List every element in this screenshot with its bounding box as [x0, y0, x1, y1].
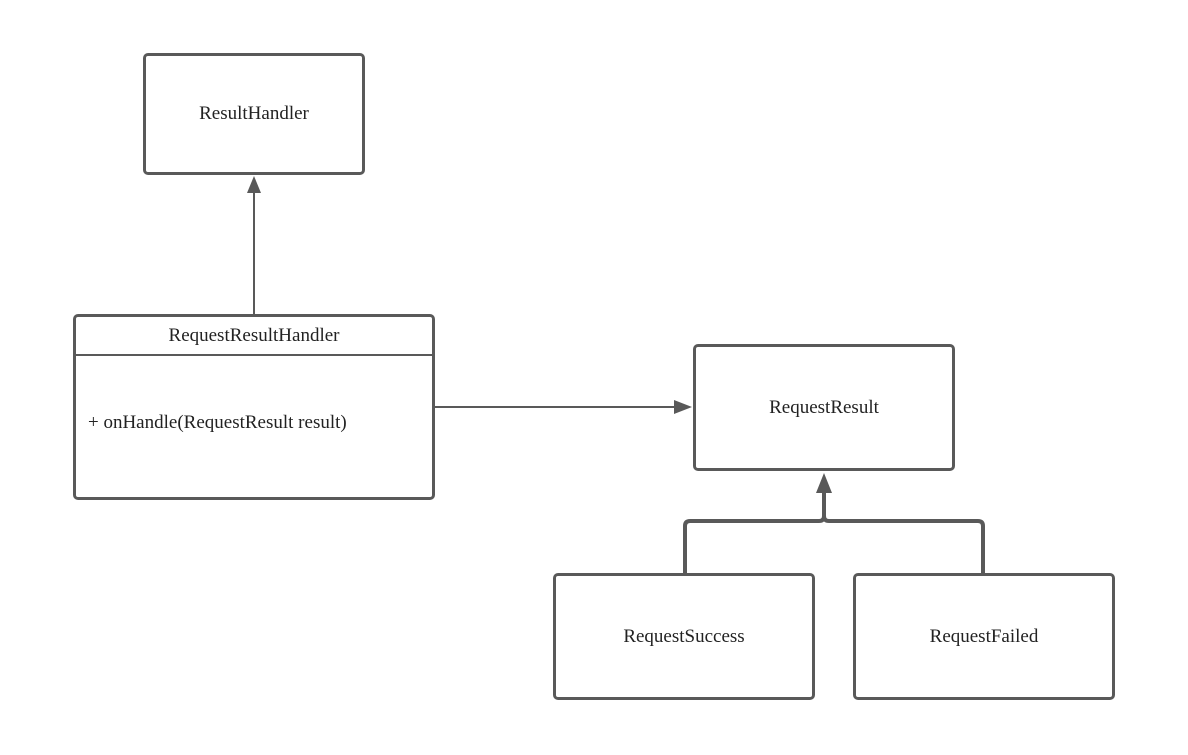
- edge-success-to-requestresult: [683, 492, 826, 573]
- node-result-handler: ResultHandler: [143, 53, 365, 175]
- node-request-success: RequestSuccess: [553, 573, 815, 700]
- arrowhead-requestresult-inherit: [816, 473, 832, 493]
- node-request-failed-label: RequestFailed: [929, 625, 1039, 647]
- node-request-failed: RequestFailed: [853, 573, 1115, 700]
- node-request-result: RequestResult: [693, 344, 955, 471]
- arrowhead-requestresult: [674, 400, 692, 414]
- class-header: RequestResultHandler: [76, 317, 432, 356]
- node-result-handler-label: ResultHandler: [199, 103, 309, 124]
- arrowhead-resulthandler: [247, 176, 261, 193]
- node-request-result-label: RequestResult: [769, 396, 879, 418]
- node-request-result-handler: RequestResultHandler + onHandle(RequestR…: [73, 314, 435, 500]
- node-request-result-handler-label: RequestResultHandler: [168, 324, 340, 346]
- node-request-success-label: RequestSuccess: [623, 625, 745, 647]
- class-methods: + onHandle(RequestResult result): [76, 356, 432, 496]
- edge-failed-to-requestresult: [822, 515, 985, 573]
- method-on-handle: + onHandle(RequestResult result): [88, 412, 347, 433]
